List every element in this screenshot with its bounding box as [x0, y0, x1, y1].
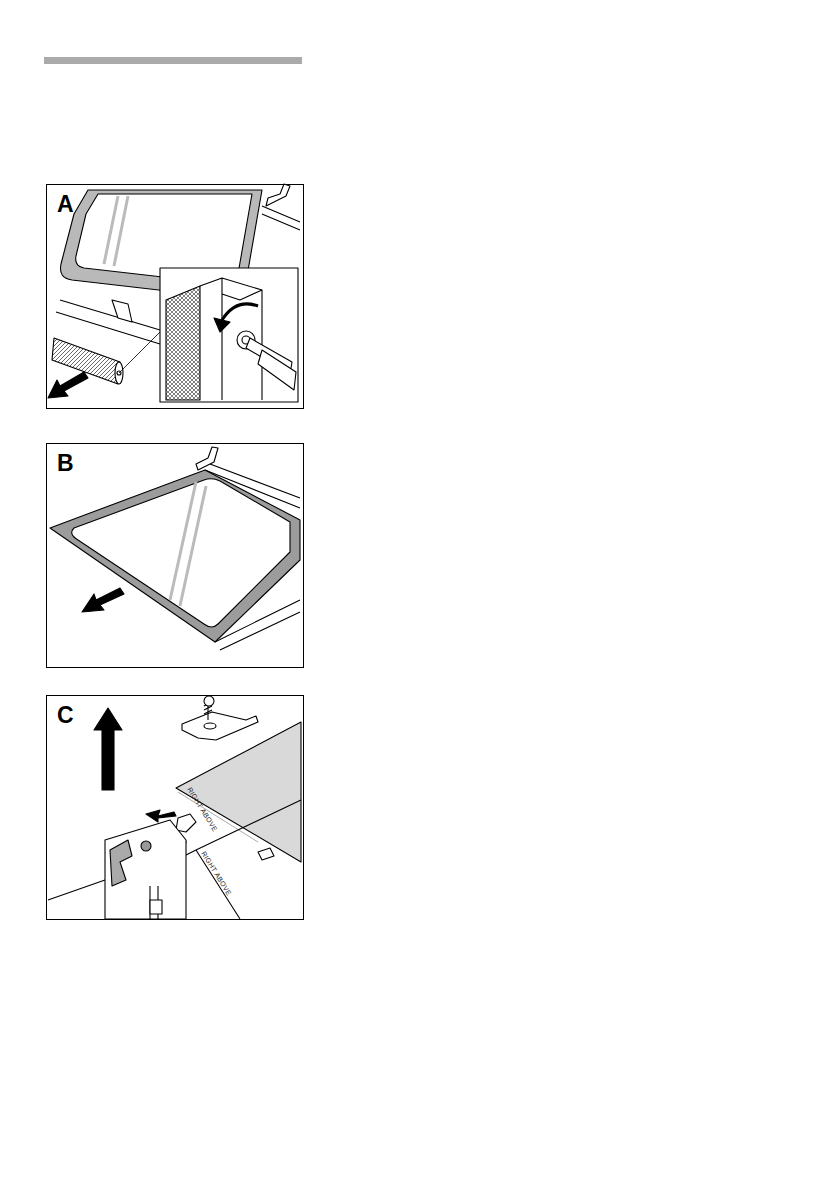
- figure-panel: C: [46, 695, 304, 920]
- panel-letter: A: [47, 185, 74, 216]
- heading-bar: [44, 57, 302, 64]
- orientation-mark: RIGHT ABOVE: [200, 850, 233, 897]
- figure-panel: A: [46, 184, 304, 409]
- hinge-removal-figure: [48, 696, 301, 919]
- panel-letter: C: [47, 696, 74, 727]
- glass-removal-figure: [50, 447, 300, 650]
- figure-panel: B: [46, 443, 304, 668]
- door-removal-figure: [48, 184, 300, 402]
- panel-letter: B: [47, 444, 74, 475]
